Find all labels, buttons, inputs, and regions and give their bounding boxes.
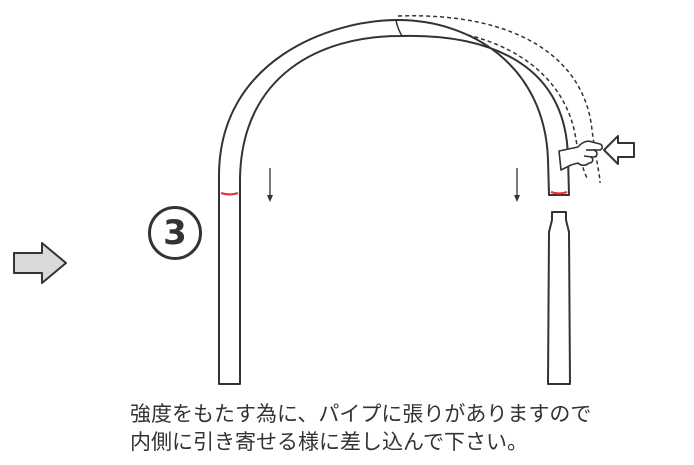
arch-pipe — [218, 19, 570, 385]
insertion-marker-left — [220, 191, 239, 196]
down-arrow-icon — [267, 168, 273, 202]
instruction-text-line-1: 強度をもたす為に、パイプに張りがありますので — [130, 402, 592, 426]
instruction-text-line-2: 内側に引き寄せる様に差し込んで下さい。 — [130, 430, 528, 454]
receiving-pipe — [547, 211, 571, 385]
left-arrow-icon — [603, 135, 635, 165]
step-number: 3 — [163, 213, 187, 253]
insertion-marker-right — [550, 190, 568, 195]
step-number-badge: 3 — [148, 206, 202, 260]
hand-icon — [558, 140, 604, 171]
right-arrow-icon — [13, 242, 67, 284]
down-arrow-icon — [514, 168, 520, 202]
